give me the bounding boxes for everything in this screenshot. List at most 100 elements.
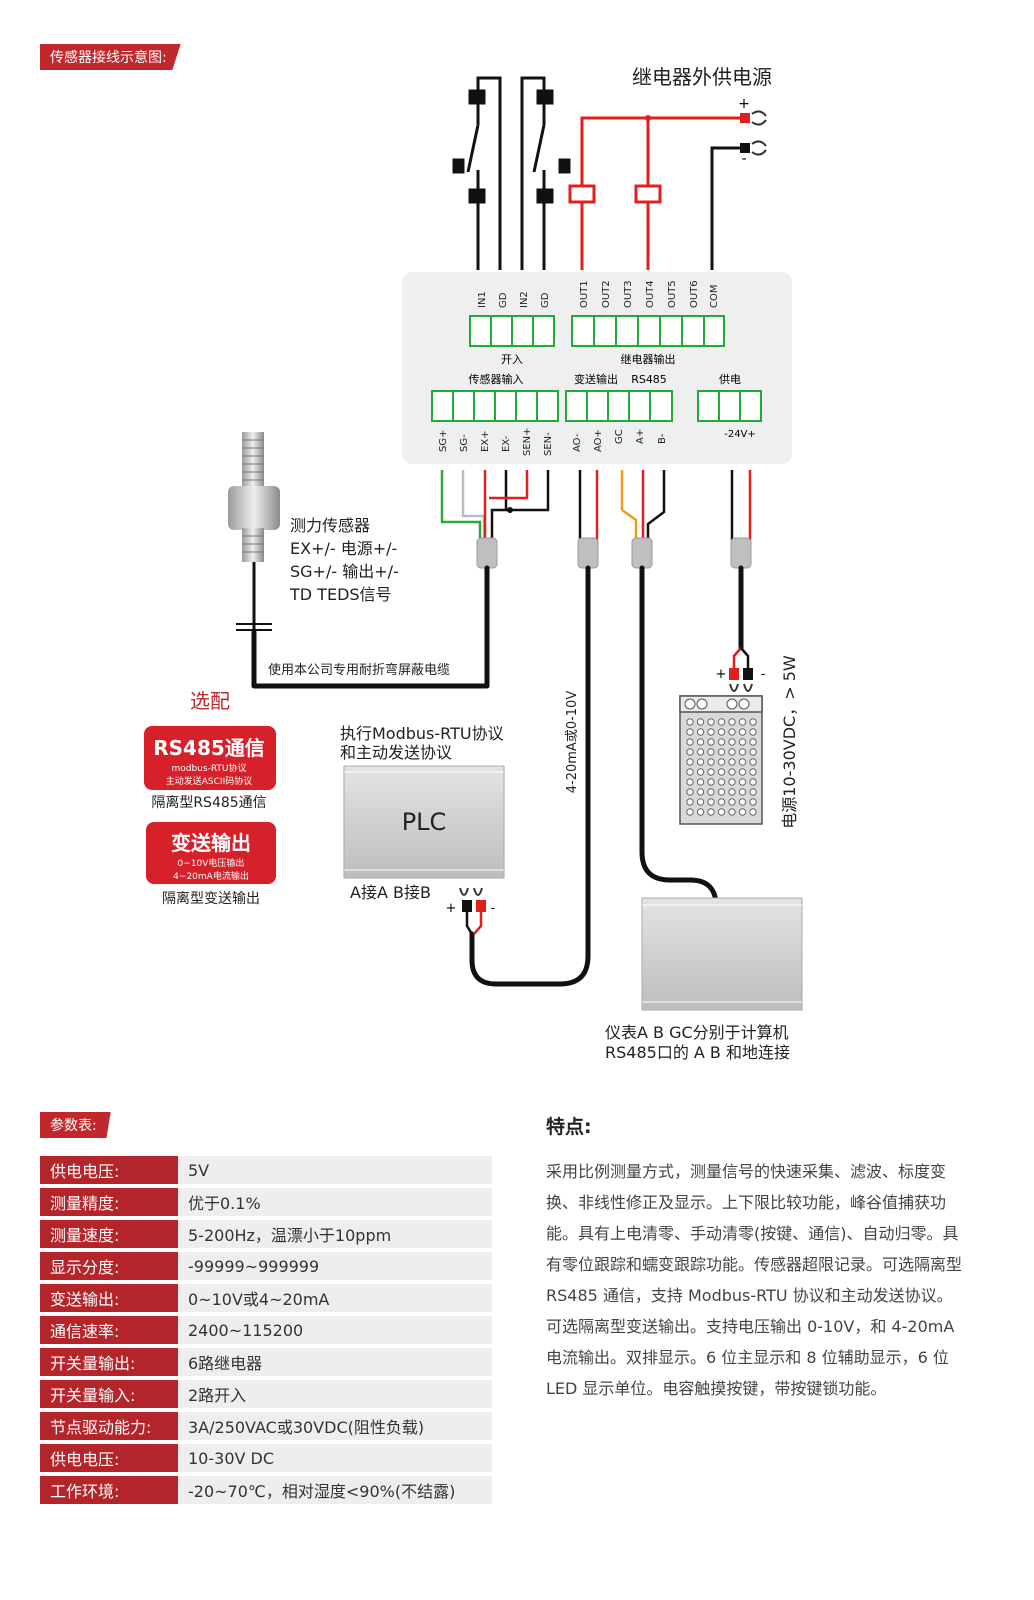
relay-minus-sign: - xyxy=(741,151,746,167)
power-supply-vent-dot xyxy=(749,748,757,756)
power-supply-vent-dot xyxy=(717,768,726,776)
power-supply-vent-dot xyxy=(707,788,715,796)
terminal-a-plus: A+ xyxy=(635,429,646,444)
power-supply-vent-dot xyxy=(738,718,747,726)
badge-rs485: RS485通信 modbus-RTU协议 主动发送ASCII码协议 xyxy=(144,726,276,790)
terminal-gd-1: GD xyxy=(498,292,509,308)
optional-title: 选配 xyxy=(190,689,230,713)
param-row: 节点驱动能力:3A/250VAC或30VDC(阻性负载) xyxy=(40,1412,492,1440)
power-supply-vent-dot xyxy=(749,788,757,796)
terminal-sg-minus: SG- xyxy=(459,434,470,452)
terminal-block-switch-in xyxy=(469,315,555,347)
power-supply-vent-dot xyxy=(738,738,747,746)
power-supply-vent-dot xyxy=(696,728,705,736)
terminal-block-sensor-in xyxy=(431,390,559,422)
param-row: 供电电压:10-30V DC xyxy=(40,1444,492,1472)
power-supply-vent-dot xyxy=(728,738,736,746)
power-supply-vent-dot xyxy=(696,808,705,816)
badge-transmit: 变送输出 0~10V电压输出 4~20mA电流输出 xyxy=(146,822,276,884)
badge-rs485-caption: 隔离型RS485通信 xyxy=(151,794,266,811)
power-supply-vent-dot xyxy=(686,798,694,806)
param-value: 5-200Hz，温漂小于10ppm xyxy=(178,1220,492,1248)
group-label-rs485: RS485 xyxy=(631,373,667,386)
power-supply-vent-dot xyxy=(738,808,747,816)
param-value: -99999~999999 xyxy=(178,1252,492,1280)
power-supply-vent-dot xyxy=(728,788,736,796)
param-row: 测量速度:5-200Hz，温漂小于10ppm xyxy=(40,1220,492,1248)
power-supply-vent-dot xyxy=(707,768,715,776)
power-plus-sign: + xyxy=(716,667,727,682)
param-key: 显示分度: xyxy=(40,1252,178,1280)
terminal-gc: GC xyxy=(614,429,625,444)
power-supply-vent-dot xyxy=(717,728,726,736)
param-key: 开关量输入: xyxy=(40,1380,178,1408)
power-supply-vent-dot xyxy=(707,778,715,786)
terminal-ao-plus: AO+ xyxy=(593,429,604,452)
power-supply-vent-dot xyxy=(717,778,726,786)
param-key: 供电电压: xyxy=(40,1444,178,1472)
terminal-b-minus: B- xyxy=(657,433,668,444)
terminal-com: COM xyxy=(709,285,720,308)
param-row: 变送输出:0~10V或4~20mA xyxy=(40,1284,492,1312)
terminal-ex-plus: EX+ xyxy=(480,430,491,452)
power-supply-vent-dot xyxy=(738,798,747,806)
plc-note-line1: 执行Modbus-RTU协议 xyxy=(340,724,504,743)
sensor-label-sg: SG+/- 输出+/- xyxy=(290,562,399,581)
power-supply-vent-dot xyxy=(717,798,726,806)
sensor-label-ex: EX+/- 电源+/- xyxy=(290,539,397,558)
param-key: 供电电压: xyxy=(40,1156,178,1184)
power-supply-vent-dot xyxy=(728,778,736,786)
power-supply-vent-dot xyxy=(728,808,736,816)
power-supply-vent-dot xyxy=(749,758,757,766)
power-supply-vent-dot xyxy=(728,728,736,736)
power-supply-vent-dot xyxy=(686,778,694,786)
group-label-transmit-out: 变送输出 xyxy=(574,372,618,386)
terminal-sen-plus: SEN+ xyxy=(522,427,533,456)
group-label-relay-out: 继电器输出 xyxy=(621,352,676,366)
terminal-out5: OUT5 xyxy=(667,280,678,308)
param-value: 5V xyxy=(178,1156,492,1184)
power-supply-vent-dot xyxy=(738,748,747,756)
power-supply-vent-dot xyxy=(728,798,736,806)
power-supply-vent-dot xyxy=(707,748,715,756)
power-supply-vent-dot xyxy=(707,798,715,806)
power-supply-vent-dot xyxy=(728,768,736,776)
power-supply-vent-dot xyxy=(686,758,694,766)
power-supply-vent-dot xyxy=(749,718,757,726)
terminal-out3: OUT3 xyxy=(623,280,634,308)
badge-transmit-caption: 隔离型变送输出 xyxy=(162,890,260,907)
power-supply-vent-dot xyxy=(749,778,757,786)
power-supply-vent-dot xyxy=(717,808,726,816)
param-key: 测量速度: xyxy=(40,1220,178,1248)
terminal-ex-minus: EX- xyxy=(501,435,512,452)
terminal-out1: OUT1 xyxy=(579,280,590,308)
terminal-gd-2: GD xyxy=(540,292,551,308)
terminal-block-transmit-rs485 xyxy=(565,390,673,422)
power-supply-vent-dot xyxy=(738,788,747,796)
plc-plus-sign: + xyxy=(446,901,457,916)
wiring-diagram: 继电器外供电源 + - IN1 GD IN2 GD OUT xyxy=(144,65,803,1062)
power-supply-vent-dot xyxy=(686,768,694,776)
diagram-section-tag: 传感器接线示意图: xyxy=(40,44,181,70)
power-supply-vent-dot xyxy=(707,808,715,816)
param-key: 开关量输出: xyxy=(40,1348,178,1376)
param-key: 测量精度: xyxy=(40,1188,178,1216)
group-label-switch-in: 开入 xyxy=(501,353,523,366)
badge-transmit-title: 变送输出 xyxy=(171,831,251,855)
power-supply-vent-dot xyxy=(686,728,694,736)
cable-label: 使用本公司专用耐折弯屏蔽电缆 xyxy=(268,662,450,678)
power-supply-vent-dot xyxy=(696,758,705,766)
power-supply-vent-dot xyxy=(686,748,694,756)
sensor-label-td: TD TEDS信号 xyxy=(289,585,392,604)
group-label-power: 供电 xyxy=(719,372,741,386)
power-supply-vent-dot xyxy=(707,738,715,746)
power-supply-vent-dot xyxy=(686,788,694,796)
param-row: 通信速率:2400~115200 xyxy=(40,1316,492,1344)
terminal-block-power xyxy=(697,390,762,422)
load-cell-sensor-icon xyxy=(228,432,280,632)
terminal-in1: IN1 xyxy=(477,291,488,308)
switch-input-2 xyxy=(520,76,546,270)
plc-minus-sign: - xyxy=(491,901,496,916)
param-value: 优于0.1% xyxy=(178,1188,492,1216)
